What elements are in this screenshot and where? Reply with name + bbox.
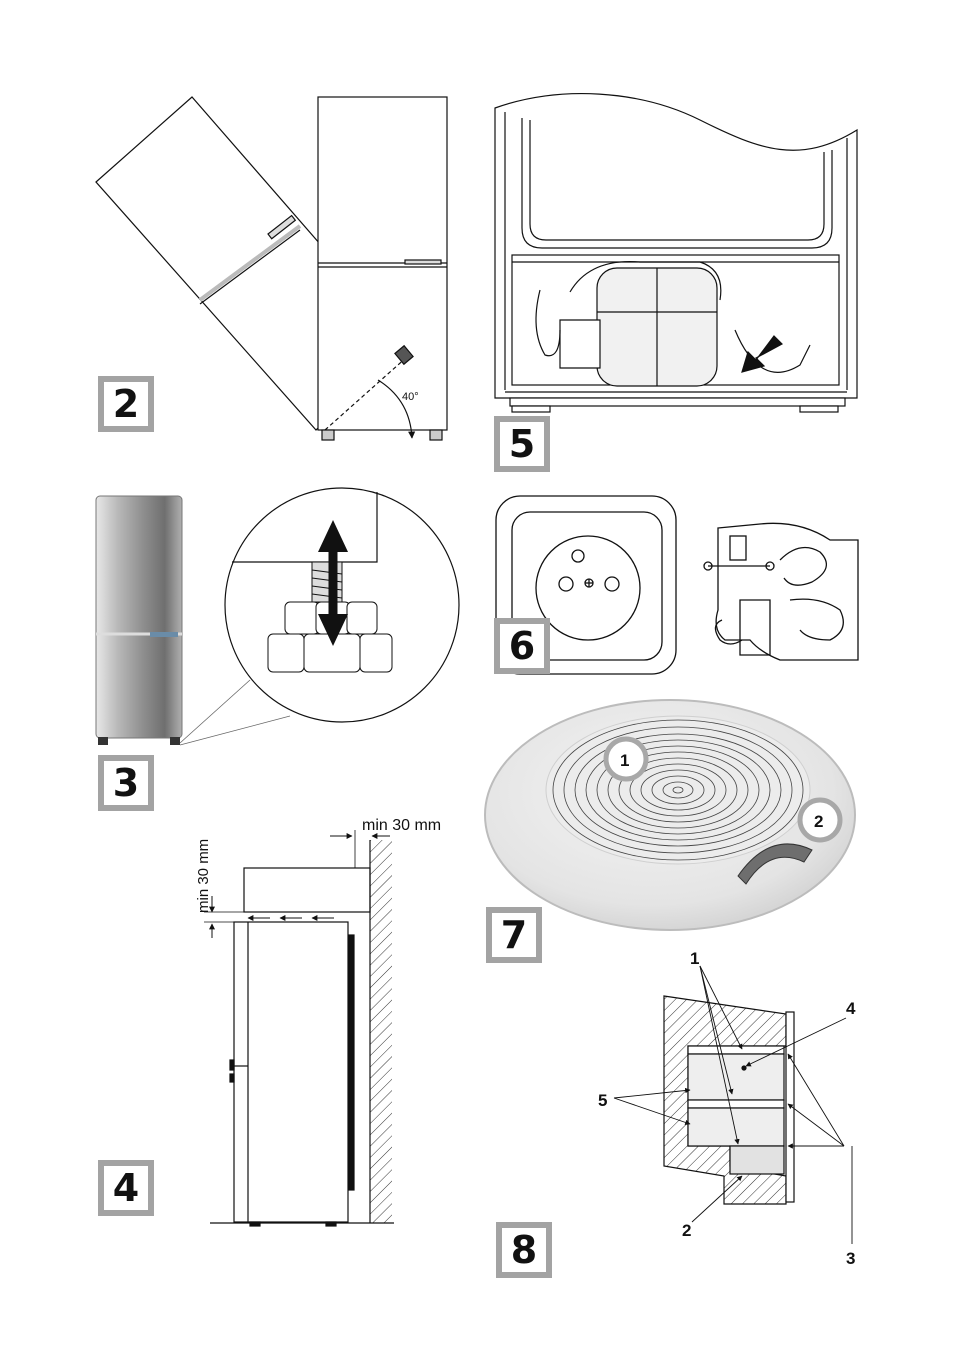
- section-callout-2: 2: [682, 1221, 691, 1240]
- section-callout-5: 5: [598, 1091, 607, 1110]
- section-callout-1: 1: [690, 949, 699, 968]
- figure-3-leveling-diagram: [96, 488, 459, 745]
- side-gap-label: min 30 mm: [362, 817, 441, 834]
- section-callout-3: 3: [846, 1249, 855, 1268]
- turntable-callout-2: 2: [814, 812, 823, 831]
- turntable-callout-1: 1: [620, 751, 629, 770]
- figure-number-7: 7: [486, 907, 542, 963]
- angle-label: 40°: [402, 391, 419, 403]
- figure-number-4: 4: [98, 1160, 154, 1216]
- figure-number-6: 6: [494, 618, 550, 674]
- top-gap-label: min 30 mm: [195, 839, 212, 913]
- figure-5-compressor-diagram: [495, 94, 857, 412]
- figure-number-8: 8: [496, 1222, 552, 1278]
- figure-number-3: 3: [98, 755, 154, 811]
- figure-4-clearance-diagram: [204, 830, 394, 1226]
- figure-6-socket-plug-diagram: [496, 496, 858, 674]
- figure-8-section-diagram: [614, 966, 852, 1244]
- section-callout-4: 4: [846, 999, 856, 1018]
- figure-7-turntable-diagram: [485, 700, 855, 930]
- figure-number-5: 5: [494, 416, 550, 472]
- figure-number-2: 2: [98, 376, 154, 432]
